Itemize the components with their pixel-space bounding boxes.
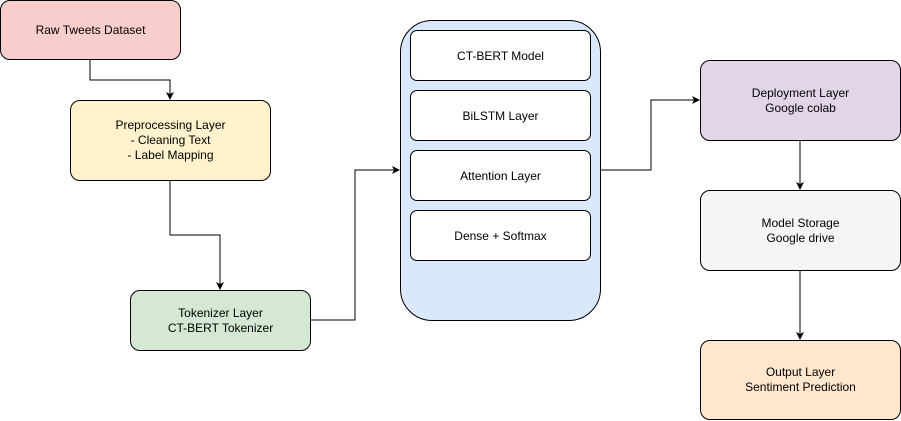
preprocessing-step-cleaning: - Cleaning Text	[130, 133, 211, 147]
model-storage-title: Model Storage	[761, 215, 840, 230]
model-layer-bilstm-label: BiLSTM Layer	[462, 108, 539, 123]
arrow-raw-to-preprocess	[89, 60, 174, 100]
arrow-preprocess-to-tokenizer	[169, 180, 224, 290]
preprocessing-layer-node: Preprocessing Layer - Cleaning Text - La…	[70, 100, 271, 181]
model-storage-subtitle: Google drive	[766, 230, 835, 245]
tokenizer-layer-title: Tokenizer Layer	[178, 305, 263, 320]
arrow-tokenizer-to-model	[310, 166, 400, 321]
preprocessing-step-label-mapping: - Label Mapping	[127, 148, 214, 162]
deployment-layer-subtitle: Google colab	[765, 100, 836, 115]
arrow-model-to-deployment	[600, 96, 700, 171]
model-layer-dense-softmax-label: Dense + Softmax	[454, 228, 547, 243]
model-layer-attention: Attention Layer	[410, 150, 591, 201]
deployment-layer-node: Deployment Layer Google colab	[700, 60, 901, 141]
raw-tweets-dataset-node: Raw Tweets Dataset	[0, 0, 181, 60]
model-layer-ct-bert: CT-BERT Model	[410, 30, 591, 81]
deployment-layer-title: Deployment Layer	[751, 85, 850, 100]
tokenizer-layer-subtitle: CT-BERT Tokenizer	[167, 320, 274, 335]
model-layer-attention-label: Attention Layer	[460, 168, 541, 183]
model-layer-ct-bert-label: CT-BERT Model	[457, 48, 544, 63]
tokenizer-layer-node: Tokenizer Layer CT-BERT Tokenizer	[130, 290, 311, 351]
model-layer-bilstm: BiLSTM Layer	[410, 90, 591, 141]
output-layer-title: Output Layer	[765, 365, 836, 379]
output-layer-subtitle: Sentiment Prediction	[745, 380, 856, 394]
model-storage-node: Model Storage Google drive	[700, 190, 901, 271]
raw-tweets-dataset-label: Raw Tweets Dataset	[35, 22, 146, 37]
preprocessing-layer-title: Preprocessing Layer	[115, 118, 226, 132]
output-layer-node: Output Layer Sentiment Prediction	[700, 340, 901, 420]
model-layer-dense-softmax: Dense + Softmax	[410, 210, 591, 261]
